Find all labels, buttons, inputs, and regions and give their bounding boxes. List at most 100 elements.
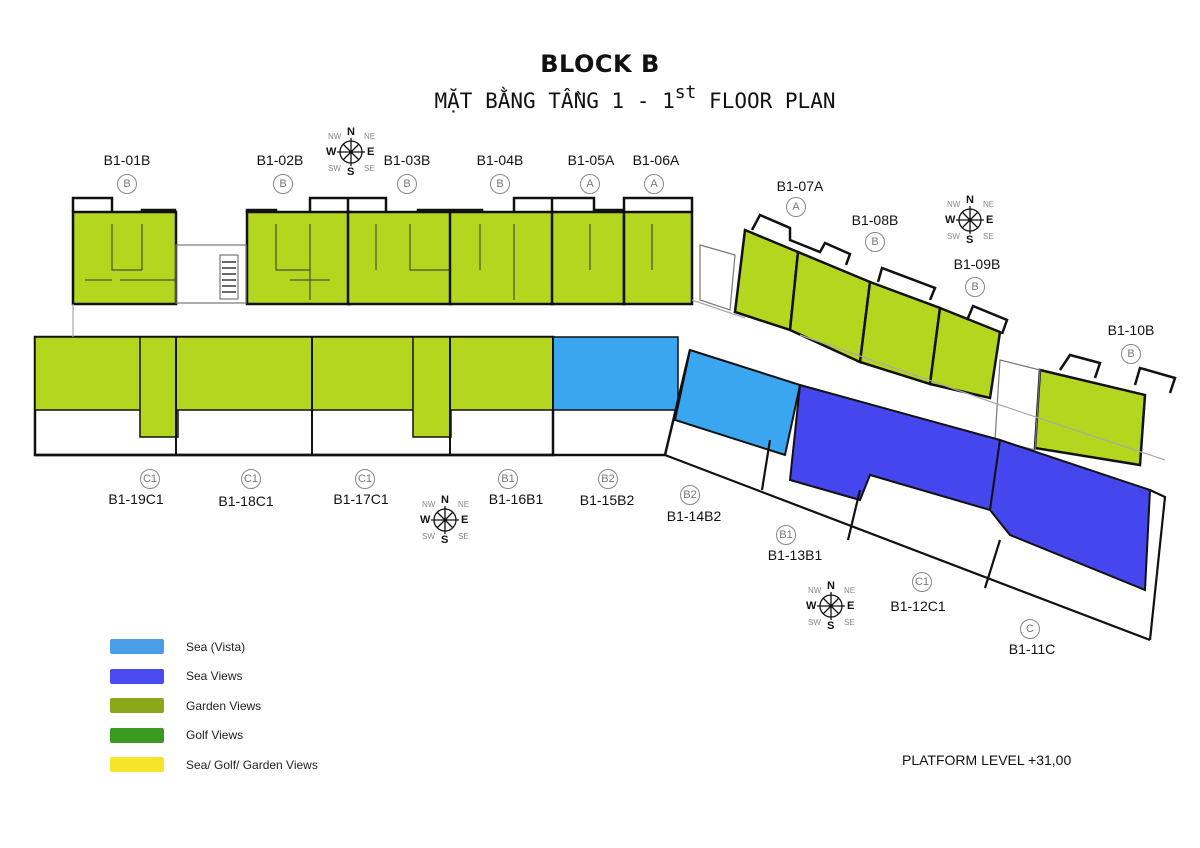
- compass-ne: NE: [364, 132, 376, 141]
- unit-fill-02: [245, 210, 352, 306]
- lower-right-wing: [664, 348, 1167, 642]
- compass-sw: SW: [947, 232, 960, 241]
- unit-label[interactable]: B1-04B: [476, 152, 524, 168]
- compass-nw: NW: [947, 200, 961, 209]
- compass-n: N: [347, 126, 355, 138]
- unit-label[interactable]: B1-14B2: [666, 508, 722, 524]
- compass-se: SE: [458, 532, 469, 541]
- unit-type-badge: B: [490, 174, 510, 194]
- subtitle-sup: st: [674, 82, 697, 103]
- compass-icon: [956, 206, 984, 234]
- compass-n: N: [827, 580, 835, 592]
- upper-row-units: [71, 210, 694, 306]
- compass-sw: SW: [422, 532, 435, 541]
- unit-type-badge: B2: [680, 485, 700, 505]
- upper-interior-lines: [85, 224, 653, 300]
- unit-label[interactable]: B1-19C1: [108, 491, 164, 507]
- upper-right-wing: [699, 213, 1177, 467]
- compass-s: S: [347, 166, 355, 178]
- upper-row-balconies: [71, 196, 694, 212]
- legend-swatch: [110, 757, 164, 773]
- unit-type-badge: B1: [776, 525, 796, 545]
- legend-label: Sea/ Golf/ Garden Views: [186, 757, 318, 772]
- compass-se: SE: [844, 618, 855, 627]
- unit-label[interactable]: B1-02B: [256, 152, 304, 168]
- unit-fill-06: [622, 210, 694, 306]
- corridor-lines: [72, 299, 1166, 461]
- legend-label: Garden Views: [186, 698, 262, 713]
- unit-label[interactable]: B1-01B: [103, 152, 151, 168]
- legend: Sea (Vista) Sea Views Garden Views Golf …: [110, 632, 318, 780]
- unit-type-badge: C1: [912, 572, 932, 592]
- upper-core: [175, 244, 247, 304]
- unit-label[interactable]: B1-13B1: [767, 547, 823, 563]
- compass-w: W: [326, 146, 337, 158]
- unit-label[interactable]: B1-17C1: [333, 491, 389, 507]
- unit-label[interactable]: B1-16B1: [488, 491, 544, 507]
- legend-swatch: [110, 668, 164, 684]
- legend-swatch: [110, 727, 164, 743]
- compass-nw: NW: [422, 500, 436, 509]
- block-title: BLOCK B: [540, 50, 660, 78]
- unit-type-badge: A: [786, 197, 806, 217]
- unit-label[interactable]: B1-09B: [953, 256, 1001, 272]
- compass-s: S: [441, 534, 449, 546]
- unit-type-badge: C1: [241, 469, 261, 489]
- unit-label[interactable]: B1-07A: [776, 178, 824, 194]
- unit-type-badge: B: [1121, 344, 1141, 364]
- unit-label[interactable]: B1-06A: [632, 152, 680, 168]
- unit-type-badge: B: [273, 174, 293, 194]
- unit-label[interactable]: B1-15B2: [579, 492, 635, 508]
- unit-fill-01: [71, 210, 178, 306]
- compass-e: E: [367, 146, 375, 158]
- compass-rose: N S W E NW NE SW SE: [802, 578, 862, 638]
- unit-type-badge: B: [117, 174, 137, 194]
- compass-ne: NE: [458, 500, 470, 509]
- compass-s: S: [966, 234, 974, 246]
- compass-rose: N S W E NW NE SW SE: [322, 124, 382, 184]
- legend-item-sea-views: Sea Views: [110, 662, 318, 692]
- unit-label[interactable]: B1-10B: [1107, 322, 1155, 338]
- legend-label: Sea Views: [186, 669, 243, 684]
- compass-ne: NE: [983, 200, 995, 209]
- compass-se: SE: [983, 232, 994, 241]
- compass-w: W: [806, 600, 817, 612]
- compass-w: W: [420, 514, 431, 526]
- subtitle-prefix: MẶT BẰNG TẦNG 1 - 1: [434, 89, 675, 113]
- lower-row: [33, 335, 692, 457]
- compass-rose: N S W E NW NE SW SE: [416, 492, 476, 552]
- compass-nw: NW: [328, 132, 342, 141]
- compass-se: SE: [364, 164, 375, 173]
- unit-label[interactable]: B1-12C1: [890, 598, 946, 614]
- unit-label[interactable]: B1-03B: [383, 152, 431, 168]
- unit-type-badge: B2: [598, 469, 618, 489]
- legend-swatch: [110, 698, 164, 714]
- compass-icon: [431, 506, 459, 534]
- compass-w: W: [945, 214, 956, 226]
- compass-e: E: [461, 514, 469, 526]
- unit-type-badge: B: [965, 277, 985, 297]
- subtitle-suffix: FLOOR PLAN: [696, 89, 836, 113]
- compass-ne: NE: [844, 586, 856, 595]
- compass-s: S: [827, 620, 835, 632]
- compass-sw: SW: [808, 618, 821, 627]
- unit-fill-04: [448, 210, 555, 306]
- unit-label[interactable]: B1-11C: [1008, 641, 1056, 657]
- compass-n: N: [441, 494, 449, 506]
- legend-item-garden-views: Garden Views: [110, 691, 318, 721]
- unit-label[interactable]: B1-05A: [567, 152, 615, 168]
- unit-type-badge: C: [1020, 619, 1040, 639]
- unit-fill-05: [550, 210, 626, 306]
- unit-fill-03: [346, 210, 453, 306]
- unit-label[interactable]: B1-18C1: [218, 493, 274, 509]
- legend-label: Sea (Vista): [186, 639, 246, 654]
- unit-label[interactable]: B1-08B: [851, 212, 899, 228]
- unit-type-badge: C1: [140, 469, 160, 489]
- unit-type-badge: B: [397, 174, 417, 194]
- legend-label: Golf Views: [186, 728, 244, 743]
- compass-icon: [817, 592, 845, 620]
- compass-sw: SW: [328, 164, 341, 173]
- compass-n: N: [966, 194, 974, 206]
- unit-type-badge: C1: [355, 469, 375, 489]
